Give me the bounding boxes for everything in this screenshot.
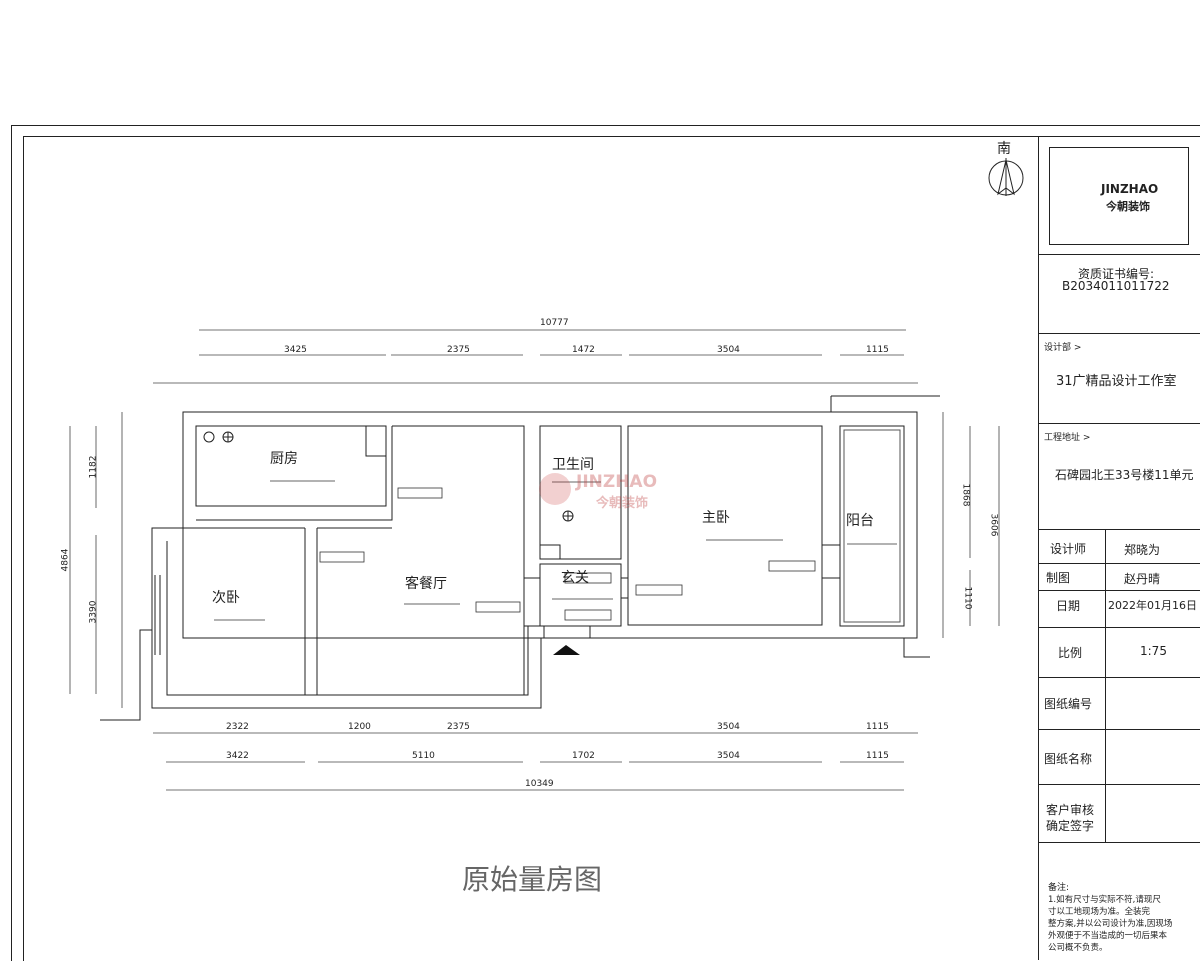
dim-right-part-2: 1110 [962,586,973,610]
dim-overall-bottom: 10349 [525,779,554,789]
dim-left-overall: 4864 [60,548,71,572]
logo-brand: JINZHAO [1101,182,1159,196]
drafter-value: 赵丹晴 [1124,572,1161,586]
client-label-2: 确定签字 [1046,819,1095,833]
design-dept-value: 31广精品设计工作室 [1056,374,1177,389]
project-label: 工程地址 > [1044,433,1091,443]
room-label-kitchen: 厨房 [270,451,298,467]
dim-top-3: 1472 [572,345,595,355]
designer-value: 郑晓为 [1124,543,1161,557]
drafter-label: 制图 [1046,571,1071,585]
cert-number: B2034011011722 [1062,279,1170,293]
client-label-1: 客户审核 [1046,803,1095,817]
drawing-frame [23,136,1200,961]
dim-top-4: 3504 [717,345,740,355]
drawing-no-label: 图纸编号 [1044,697,1093,711]
project-value: 石碑园北王33号楼11单元 [1055,468,1194,482]
compass-label: 南 [997,141,1011,157]
dim-top-1: 3425 [284,345,307,355]
outer-wall-top-right [182,411,918,639]
notes-line: 寸以工地现场为准。全装完 [1048,907,1151,917]
scale-label: 比例 [1058,646,1083,660]
dim-bottom2-3: 1702 [572,751,595,761]
room-label-entrance: 玄关 [561,570,589,586]
notes-title: 备注: [1048,883,1070,893]
logo-box [1049,147,1189,245]
dim-overall-top: 10777 [540,318,569,328]
room-label-living-dining: 客餐厅 [405,576,447,592]
date-value: 2022年01月16日 [1108,599,1197,612]
floor-plan [69,158,1024,791]
notes-line: 整方案,并以公司设计为准,因现场 [1048,919,1173,929]
dim-right-part-1: 1868 [960,483,971,507]
entrance-walls [539,563,622,627]
dim-bottom-2: 1200 [348,722,371,732]
room-label-balcony: 阳台 [846,513,874,529]
room-label-bathroom: 卫生间 [552,457,594,473]
dim-bottom2-2: 5110 [412,751,435,761]
dim-bottom-3: 2375 [447,722,470,732]
drawing-title: 原始量房图 [462,863,603,896]
master-bedroom-walls [627,425,823,626]
drawing-name-label: 图纸名称 [1044,752,1093,766]
dim-bottom-5: 1115 [866,722,889,732]
cert-label: 资质证书编号: [1078,267,1155,281]
dim-bottom2-1: 3422 [226,751,249,761]
logo-chinese: 今朝装饰 [1106,200,1150,213]
drawing-sheet-border [11,125,1200,961]
dim-left-part-1: 1182 [88,455,99,479]
notes-line: 外观便于不当造成的一切后果本 [1048,931,1168,941]
title-block [1038,136,1200,960]
sink-symbol [203,431,215,443]
dim-bottom2-5: 1115 [866,751,889,761]
outer-wall-left [151,412,542,709]
designer-label: 设计师 [1050,542,1087,556]
bathroom-walls [539,425,622,560]
dim-right-overall: 3606 [988,513,999,537]
entry-arrow-icon [553,645,580,655]
room-label-master-bedroom: 主卧 [702,510,730,526]
dim-bottom-4: 3504 [717,722,740,732]
dim-top-5: 1115 [866,345,889,355]
kitchen-walls [195,425,387,507]
watermark-brand: JINZHAO [576,472,658,492]
room-label-second-bedroom: 次卧 [212,590,240,606]
date-label: 日期 [1056,599,1081,613]
notes-line: 公司概不负责。 [1048,943,1108,953]
notes-line: 1.如有尺寸与实际不符,请现尺 [1048,895,1161,905]
watermark-logo-icon [539,473,571,505]
balcony-walls [839,425,905,627]
dim-bottom-1: 2322 [226,722,249,732]
watermark-chinese: 今朝装饰 [596,496,649,511]
dim-bottom2-4: 3504 [717,751,740,761]
north-compass [988,158,1024,196]
dim-top-2: 2375 [447,345,470,355]
scale-value: 1:75 [1140,644,1167,658]
dim-left-part-2: 3390 [88,600,99,624]
design-dept-label: 设计部 > [1044,343,1082,353]
